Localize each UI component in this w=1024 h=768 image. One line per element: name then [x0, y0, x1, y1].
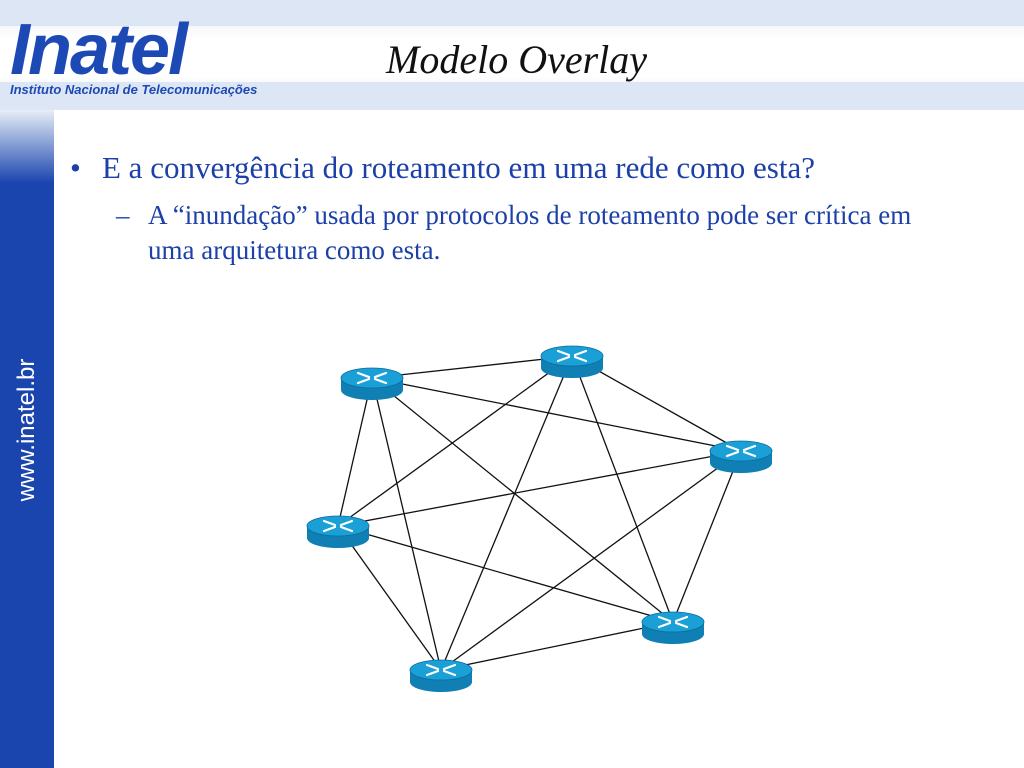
side-url-text: www.inatel.br	[13, 358, 40, 502]
subbullet-marker: –	[116, 200, 130, 230]
mesh-link	[371, 377, 442, 671]
logo-wordmark: Inatel	[10, 10, 188, 90]
bullet-list: • E a convergência do roteamento em uma …	[70, 148, 950, 268]
side-url: www.inatel.br	[7, 340, 47, 520]
subbullet-text: A “inundação” usada por protocolos de ro…	[148, 200, 912, 265]
mesh-link	[337, 377, 373, 527]
router-mesh-diagram	[306, 345, 773, 692]
mesh-link	[571, 355, 674, 623]
mesh-link	[440, 355, 573, 671]
mesh-link	[371, 377, 674, 623]
header-stripe-top	[0, 0, 1024, 26]
mesh-link	[337, 450, 742, 527]
router-icon	[540, 345, 604, 378]
logo-subtitle: Instituto Nacional de Telecomunicações	[10, 82, 258, 97]
side-band-fade	[0, 110, 54, 182]
slide-title: Modelo Overlay	[386, 37, 648, 82]
header-stripe-bottom	[0, 82, 1024, 110]
side-band	[0, 182, 54, 768]
router-icon	[709, 440, 773, 473]
router-icon	[409, 659, 473, 692]
router-nodes	[306, 345, 773, 692]
router-icon	[641, 611, 705, 644]
mesh-link	[371, 377, 742, 452]
router-icon	[340, 367, 404, 400]
bullet-marker: •	[70, 150, 81, 185]
inatel-logo: Inatel Instituto Nacional de Telecomunic…	[10, 14, 310, 100]
mesh-link	[440, 621, 674, 671]
mesh-link	[371, 355, 573, 379]
mesh-link	[337, 525, 442, 671]
subbullet-item: – A “inundação” usada por protocolos de …	[70, 198, 950, 268]
mesh-link	[337, 355, 573, 527]
router-icon	[306, 515, 370, 548]
mesh-link	[337, 525, 674, 623]
mesh-links	[337, 355, 742, 671]
mesh-link	[440, 450, 742, 671]
bullet-item: • E a convergência do roteamento em uma …	[70, 148, 950, 188]
mesh-link	[672, 450, 742, 623]
bullet-text: E a convergência do roteamento em uma re…	[102, 150, 815, 185]
